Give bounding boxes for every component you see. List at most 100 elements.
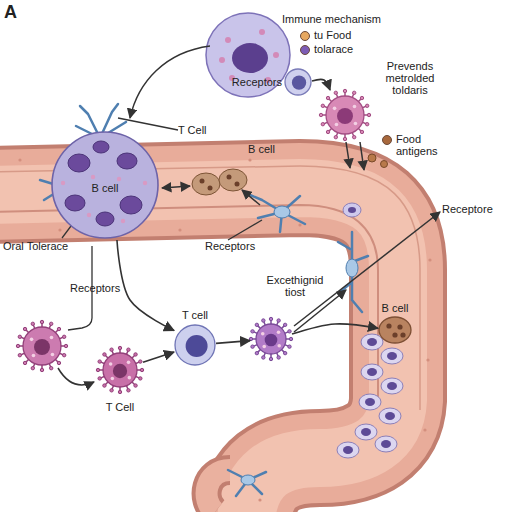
spike-tip (23, 327, 26, 330)
top-lymphocyte-part (259, 29, 265, 35)
epithelial-cells-part (361, 334, 383, 350)
spike-tip (140, 368, 143, 371)
pathway-arrow (143, 352, 174, 362)
cell-label: Prevends metrolded toldaris (378, 60, 442, 96)
cell-body (256, 324, 286, 354)
epithelial-cells-part (359, 394, 381, 410)
food-antigen-dots-part (381, 161, 388, 168)
annotation-label: Oral Tolerace (3, 240, 68, 253)
cell-shape (97, 347, 143, 393)
epithelial-cells-part (381, 378, 403, 394)
spike-tip (321, 122, 324, 125)
spike-tip (18, 353, 21, 356)
brown-cells-part (227, 175, 232, 180)
legend-item: tu Food (300, 29, 380, 41)
granule (386, 323, 391, 328)
brown-cells-part (219, 169, 247, 191)
granule (117, 177, 121, 181)
wall-texture (18, 156, 431, 501)
granule (51, 353, 55, 357)
cell-shape (378, 316, 412, 344)
epithelial-cells-part (361, 364, 383, 380)
legend-swatch (300, 45, 310, 55)
cell-body (175, 325, 215, 365)
spike-tip (40, 320, 43, 323)
wall-texture-part (428, 258, 431, 261)
cell-body (379, 317, 411, 343)
epithelial-cells-part (343, 203, 361, 217)
spike-tip (139, 377, 142, 380)
cell-nucleus (292, 76, 306, 90)
granule (111, 377, 115, 381)
cell-node: B cell (50, 130, 160, 240)
pathway-arrows-part (162, 186, 190, 188)
pathway-arrows-part (58, 368, 94, 385)
spike-tip (98, 360, 101, 363)
wall-texture-part (258, 498, 261, 501)
dendritic-bodies-part (241, 475, 255, 485)
brown-cells (192, 169, 247, 195)
spike-tip (62, 353, 65, 356)
spike-tip (288, 330, 291, 333)
granule (353, 105, 357, 109)
spike-tip (134, 384, 137, 387)
spike-tip (343, 137, 346, 140)
brown-cells-part (235, 182, 240, 187)
top-lymphocyte-part (232, 43, 268, 73)
spike-tip (269, 357, 272, 360)
cell-node: Excethignid tiost (250, 318, 292, 360)
annotation-label: Immune mechanism (282, 13, 381, 26)
spike-tip (251, 345, 254, 348)
food-antigen-dots (368, 154, 388, 168)
cell-nucleus (65, 195, 85, 211)
spike-tip (40, 368, 43, 371)
cell-nucleus (113, 364, 127, 378)
cell-shape (174, 324, 216, 366)
epithelial-cells-part (381, 440, 391, 448)
cell-body (23, 327, 61, 365)
granule (128, 376, 132, 380)
spike-tip (352, 135, 355, 138)
granule (277, 344, 281, 348)
cell-nucleus (96, 212, 114, 226)
intestine-wall-part (207, 470, 230, 512)
cell-body (103, 353, 137, 387)
pathway-arrow (117, 240, 174, 330)
legend-item: Food antigens (382, 133, 438, 157)
spike-tip (321, 104, 324, 107)
pathway-arrow (312, 79, 330, 90)
annotation-label: Receptore (442, 203, 493, 216)
spike-tip (18, 335, 21, 338)
brown-cells-part (200, 179, 205, 184)
cell-nucleus (117, 153, 137, 169)
wall-texture-part (178, 228, 181, 231)
cell-nucleus (34, 339, 50, 355)
epithelial-cells-part (337, 442, 359, 458)
granule (30, 338, 34, 342)
spike-tip (103, 353, 106, 356)
cell-node: T Cell (97, 347, 143, 393)
epithelial-cells-part (355, 424, 377, 440)
legend-swatch (382, 135, 392, 145)
cell-label: Receptors (232, 76, 282, 88)
pathway-arrow (216, 341, 250, 344)
wall-texture-part (248, 158, 251, 161)
wall-texture-part (298, 223, 301, 226)
spike-tip (118, 346, 121, 349)
leader-lines-part (118, 118, 178, 130)
spike-tip (365, 122, 368, 125)
spike-tip (96, 368, 99, 371)
cell-label: Excethignid tiost (260, 274, 330, 298)
granule (333, 107, 337, 111)
epithelial-cells-part (348, 207, 356, 213)
spike-tip (262, 319, 265, 322)
cell-node: B cell (378, 316, 412, 344)
cell-label: B cell (80, 182, 130, 194)
cell-shape (250, 318, 292, 360)
antigen-cell (16, 320, 67, 371)
dendritic-bodies-part (346, 259, 358, 277)
spike-tip (255, 323, 258, 326)
intestine-wall-part (0, 188, 398, 512)
brown-cells-part (208, 186, 213, 191)
